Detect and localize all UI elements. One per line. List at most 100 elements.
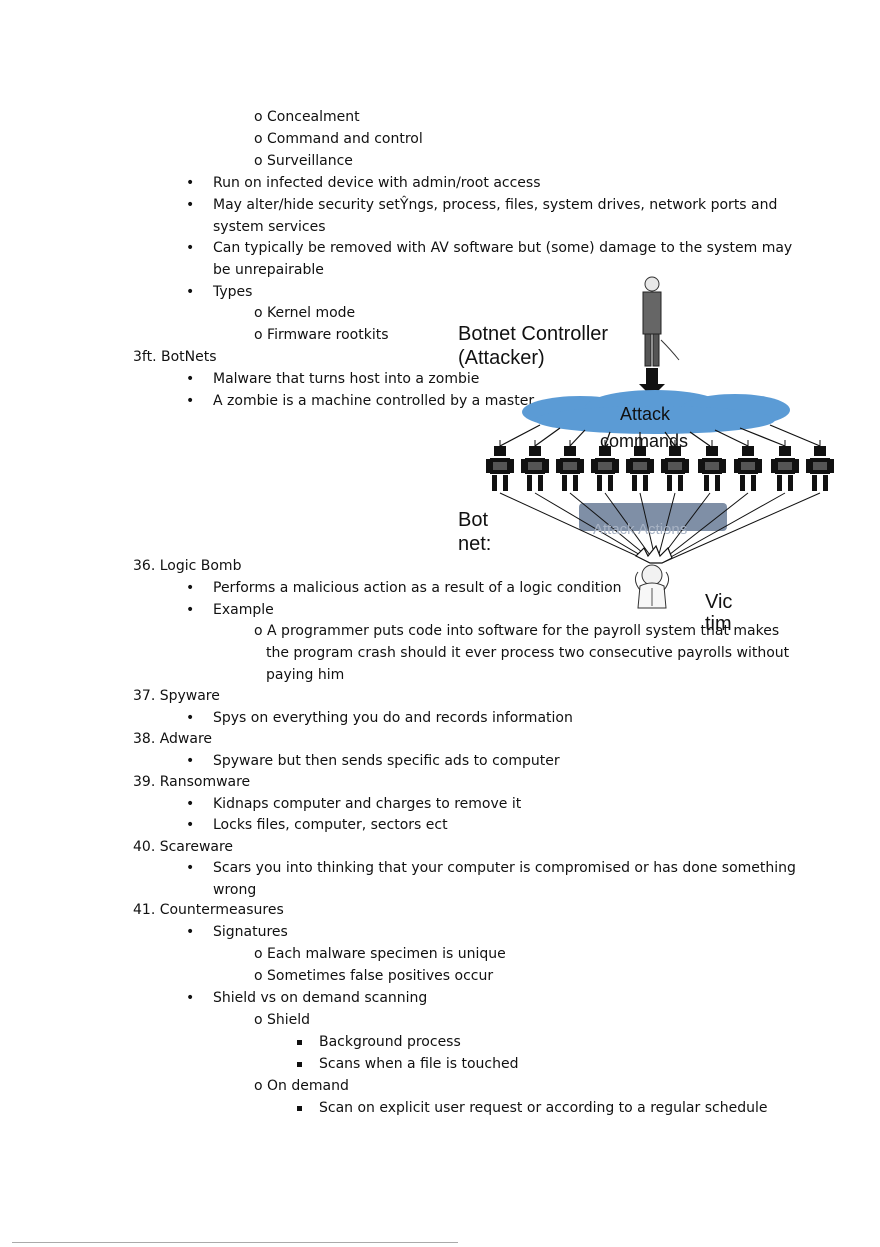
cloud-label-line1: Attack — [620, 404, 671, 424]
controller-label-line2: (Attacker) — [458, 347, 545, 369]
sub-marker: o — [254, 946, 263, 962]
sub-marker: o — [254, 109, 263, 125]
attacker-figure — [642, 276, 680, 367]
bullet-marker: • — [186, 924, 195, 940]
section-heading: 37. Spyware — [133, 688, 220, 704]
list-item: o Shield — [254, 1009, 310, 1031]
bullet-marker: • — [186, 602, 195, 618]
list-item-text: Shield — [267, 1012, 311, 1028]
sub-marker: o — [254, 1012, 263, 1028]
sub-marker: o — [254, 327, 263, 343]
bullet-marker: • — [186, 990, 195, 1006]
list-item-text: Scars you into thinking that your comput… — [213, 860, 796, 876]
impact-burst — [634, 544, 673, 564]
sub-marker: o — [254, 623, 263, 639]
list-item-text: paying him — [266, 667, 345, 683]
bullet-marker: • — [186, 796, 195, 812]
bot-icon — [734, 440, 762, 491]
bot-row — [486, 440, 834, 491]
bot-icon — [661, 440, 689, 491]
square-bullet — [297, 1106, 302, 1111]
list-item-text: Locks files, computer, sectors ect — [213, 817, 448, 833]
victim-label-line2: tim — [705, 613, 732, 635]
list-item: o A programmer puts code into software f… — [254, 620, 779, 642]
command-lines — [499, 424, 821, 447]
section-heading: 41. Countermeasures — [133, 902, 284, 918]
list-item-text: Shield vs on demand scanning — [213, 990, 428, 1006]
bullet-marker: • — [186, 197, 195, 213]
list-item: o Concealment — [254, 106, 360, 128]
list-item-text: be unrepairable — [213, 262, 324, 278]
list-item-text: Kernel mode — [267, 305, 356, 321]
list-item-text: Run on infected device with admin/root a… — [213, 175, 541, 191]
list-item-text: May alter/hide security setŶngs, process… — [213, 197, 778, 213]
list-item: o Firmware rootkits — [254, 324, 389, 346]
section-heading: 38. Adware — [133, 731, 213, 747]
bullet-marker: • — [186, 240, 195, 256]
list-item-text: Spys on everything you do and records in… — [213, 710, 573, 726]
bullet-marker: • — [186, 371, 195, 387]
list-item-text: Signatures — [213, 924, 288, 940]
list-item-text: Kidnaps computer and charges to remove i… — [213, 796, 522, 812]
square-bullet — [297, 1062, 302, 1067]
bullet-marker: • — [186, 860, 195, 876]
sub-marker: o — [254, 1078, 263, 1094]
attack-actions-box — [579, 503, 727, 531]
list-item-text: A programmer puts code into software for… — [267, 623, 780, 639]
list-item-text: Scan on explicit user request or accordi… — [319, 1100, 768, 1116]
botnet-diagram-graphic — [486, 276, 834, 609]
list-item-text: Performs a malicious action as a result … — [213, 580, 622, 596]
sub-marker: o — [254, 968, 263, 984]
footer-rule — [12, 1242, 458, 1243]
list-item: o Command and control — [254, 128, 423, 150]
bot-icon — [486, 440, 514, 491]
bot-icon — [626, 440, 654, 491]
list-item: o Sometimes false positives occur — [254, 965, 493, 987]
list-item-text: Background process — [319, 1034, 461, 1050]
section-heading: 3ft. BotNets — [133, 349, 217, 365]
bullet-marker: • — [186, 753, 195, 769]
victim-label-line1: Vic — [705, 591, 733, 613]
section-heading: 36. Logic Bomb — [133, 558, 242, 574]
list-item-text: Example — [213, 602, 274, 618]
list-item-text: Types — [213, 284, 253, 300]
list-item-text: Scans when a file is touched — [319, 1056, 519, 1072]
cloud-label-line2: commands — [600, 431, 689, 451]
list-item: o Kernel mode — [254, 302, 355, 324]
bullet-marker: • — [186, 393, 195, 409]
bot-icon — [591, 440, 619, 491]
bullet-marker: • — [186, 580, 195, 596]
botnet-label-line2: net: — [458, 533, 492, 555]
bot-icon — [556, 440, 584, 491]
bullet-marker: • — [186, 284, 195, 300]
command-arrow — [639, 368, 665, 397]
list-item-text: Sometimes false positives occur — [267, 968, 494, 984]
list-item-text: Firmware rootkits — [267, 327, 389, 343]
bot-icon — [806, 440, 834, 491]
sub-marker: o — [254, 131, 263, 147]
list-item-text: Can typically be removed with AV softwar… — [213, 240, 793, 256]
list-item-text: system services — [213, 219, 326, 235]
bullet-marker: • — [186, 817, 195, 833]
section-heading: 40. Scareware — [133, 839, 234, 855]
bullet-marker: • — [186, 175, 195, 191]
bot-icon — [698, 440, 726, 491]
list-item: o Each malware specimen is unique — [254, 943, 506, 965]
list-item-text: the program crash should it ever process… — [266, 645, 790, 661]
list-item-text: wrong — [213, 882, 257, 898]
list-item-text: Concealment — [267, 109, 360, 125]
command-cloud — [522, 390, 790, 434]
bot-icon — [521, 440, 549, 491]
list-item: o On demand — [254, 1075, 349, 1097]
sub-marker: o — [254, 153, 263, 169]
section-heading: 39. Ransomware — [133, 774, 251, 790]
bullet-marker: • — [186, 710, 195, 726]
botnet-diagram: Botnet Controller (Attacker) — [458, 276, 834, 635]
list-item-text: A zombie is a machine controlled by a ma… — [213, 393, 535, 409]
bot-icon — [771, 440, 799, 491]
list-item-text: Each malware specimen is unique — [267, 946, 506, 962]
list-item-text: On demand — [267, 1078, 349, 1094]
botnet-label-line1: Bot — [458, 509, 489, 531]
list-item-text: Spyware but then sends specific ads to c… — [213, 753, 560, 769]
list-item-text: Malware that turns host into a zombie — [213, 371, 480, 387]
